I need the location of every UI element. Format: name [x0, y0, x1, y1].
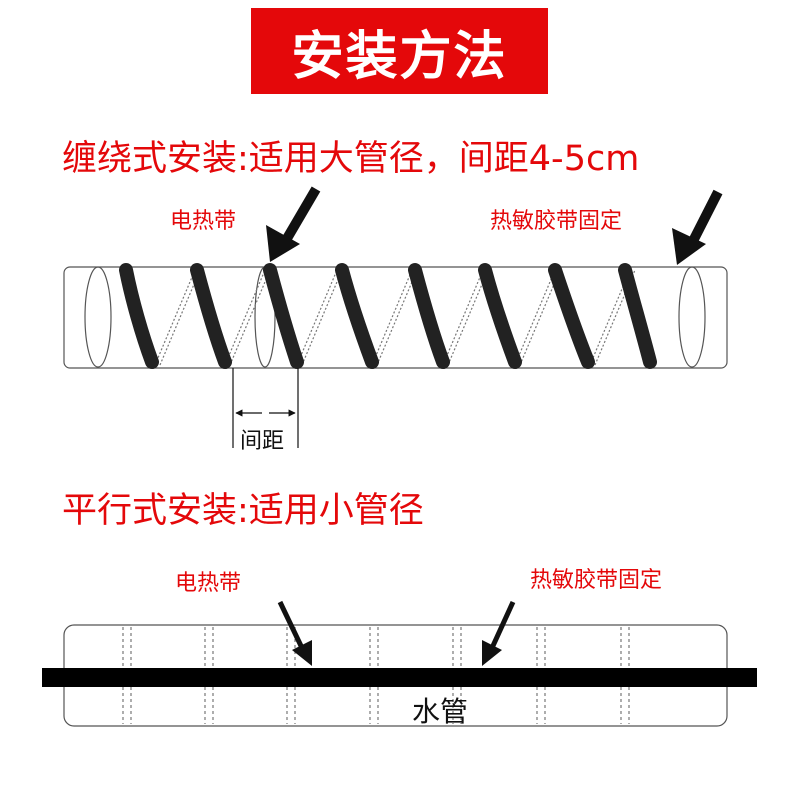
title-banner: 安装方法 [251, 8, 548, 94]
parallel-arrow-thermal-tape [482, 600, 516, 666]
parallel-heading: 平行式安装:适用小管径 [62, 491, 424, 531]
spiral-thermal-tape-label: 热敏胶带固定 [490, 209, 623, 234]
spiral-pipe [63, 266, 728, 369]
spacing-label: 间距 [240, 429, 285, 454]
spiral-arrow-thermal-tape [672, 189, 723, 265]
parallel-heating-tape-bar [42, 668, 757, 687]
spiral-heating-tape-label: 电热带 [170, 209, 237, 234]
parallel-heating-tape-label: 电热带 [175, 571, 242, 596]
parallel-thermal-tape-label: 热敏胶带固定 [530, 568, 663, 593]
spiral-heating-tape-wraps [119, 263, 657, 369]
spacing-dimension [232, 368, 299, 448]
page-title: 安装方法 [291, 26, 508, 87]
water-pipe-label: 水管 [412, 695, 469, 728]
spiral-arrow-heating-tape [266, 186, 321, 262]
parallel-arrow-heating-tape [277, 600, 312, 666]
spiral-heading: 缠绕式安装:适用大管径，间距4-5cm [62, 139, 640, 179]
